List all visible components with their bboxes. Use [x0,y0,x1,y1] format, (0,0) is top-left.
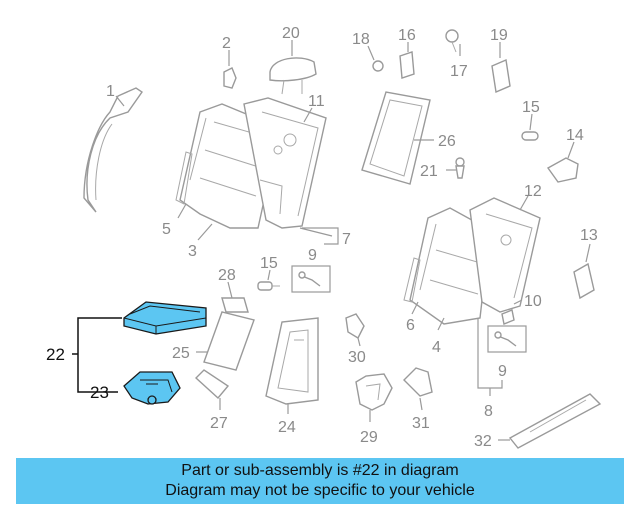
callout-15a: 15 [260,255,278,272]
part-11-seatback-frame [243,97,327,229]
callout-9a: 9 [308,247,317,264]
callout-18: 18 [352,31,370,48]
info-banner: Part or sub-assembly is #22 in diagram D… [16,458,624,504]
callout-2: 2 [222,35,231,52]
part-31-bracket [403,367,433,397]
callout-28: 28 [218,267,236,284]
part-27-pad [194,369,230,400]
callout-24: 24 [278,419,296,436]
part-19-cover [491,59,511,93]
callout-26: 26 [438,133,456,150]
part-10-clip [501,309,515,325]
part-2-clip [223,67,237,89]
part-15a-bolt [257,281,280,291]
callout-15b: 15 [522,99,540,116]
callout-31: 31 [412,415,430,432]
part-30-bracket [345,313,365,339]
part-28-pad [221,297,249,313]
banner-line-2: Diagram may not be specific to your vehi… [165,482,475,499]
part-21-plug [455,157,465,179]
callout-8: 8 [484,403,493,420]
part-15b-bolt [521,131,539,141]
callout-21: 21 [420,163,438,180]
parts-diagram: 1 2 20 5 3 11 7 9 [46,25,602,450]
callout-25: 25 [172,345,190,362]
callout-32: 32 [474,433,492,450]
part-22-highlighted [123,301,207,335]
banner-line-1: Part or sub-assembly is #22 in diagram [181,462,459,479]
part-32-bar [508,393,602,449]
part-14-hinge [546,157,579,183]
callout-19: 19 [490,27,508,44]
callout-1: 1 [106,83,115,100]
callout-14: 14 [566,127,584,144]
part-18-clip [372,60,384,72]
callout-9b: 9 [498,363,507,380]
callout-13: 13 [580,227,598,244]
callout-11: 11 [308,93,325,110]
callout-22: 22 [46,345,65,364]
callout-23: 23 [90,383,109,402]
part-26-panel [361,91,431,185]
part-23-highlighted [123,371,181,405]
part-29-bracket [355,373,393,411]
callout-30: 30 [348,349,366,366]
part-17-screw [445,29,459,53]
callout-17: 17 [450,63,468,80]
callout-12: 12 [524,183,542,200]
callout-3: 3 [188,243,197,260]
part-24-tray [265,317,319,405]
part-25-panel [203,311,255,371]
callout-5: 5 [162,221,171,238]
callout-7: 7 [342,231,351,248]
callout-20: 20 [282,25,300,42]
callout-4: 4 [432,339,441,356]
part-13-trim [573,262,595,300]
part-1-side-trim [83,87,143,213]
callout-27: 27 [210,415,228,432]
part-16-clip [399,51,415,79]
part-20-headrest [269,57,317,95]
callout-10: 10 [524,293,542,310]
part-12-seatback-frame-right [469,197,541,313]
callout-16: 16 [398,27,416,44]
callout-6: 6 [406,317,415,334]
callout-29: 29 [360,429,378,446]
